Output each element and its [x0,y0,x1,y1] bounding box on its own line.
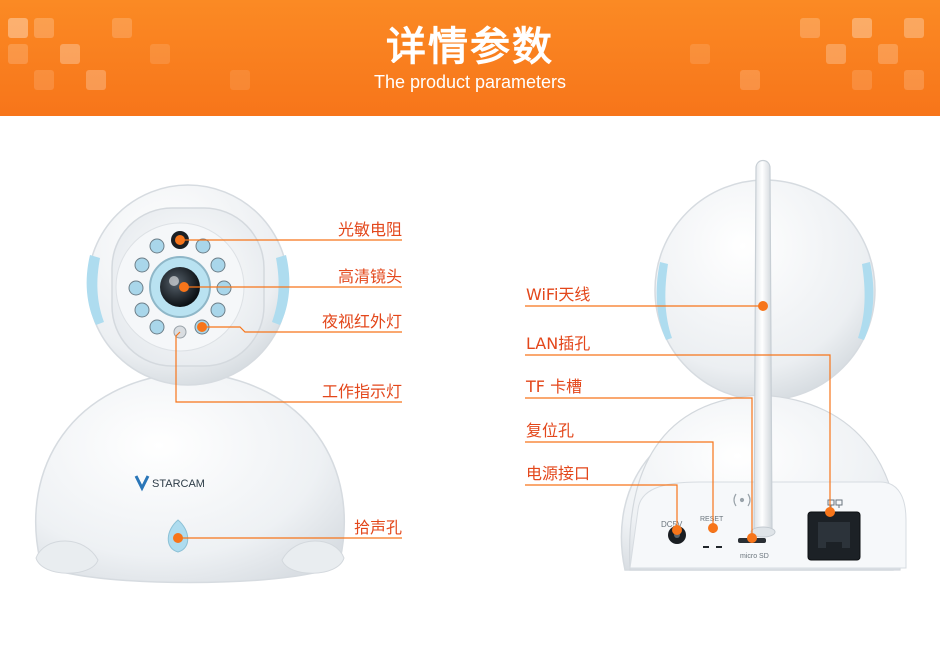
wifi-antenna-icon [753,159,773,533]
page-subtitle: The product parameters [373,72,567,92]
front-trim-left [86,255,104,325]
label-power-port: 电源接口 [526,464,591,483]
decor-square [230,70,250,90]
decor-square [8,18,28,38]
label-lan-port: LAN插孔 [526,334,591,353]
front-trim-right [272,255,290,325]
label-hd-lens: 高清镜头 [337,267,402,286]
front-foot [281,540,345,574]
decor-square [690,44,710,64]
decor-square [878,44,898,64]
decor-square [112,18,132,38]
page-title: 详情参数 [386,24,554,70]
decor-square [904,70,924,90]
decor-square [800,18,820,38]
decor-square [34,70,54,90]
front-foot [35,540,99,574]
label-microphone: 拾声孔 [353,518,402,537]
decor-square [826,44,846,64]
decor-square [852,70,872,90]
back-trim-left [656,262,672,340]
front-base [35,371,345,584]
decor-square [60,44,80,64]
decor-square [904,18,924,38]
wifi-symbol-icon [733,493,751,507]
back-trim-right [858,262,874,340]
decor-square [8,44,28,64]
label-status-light: 工作指示灯 [321,382,402,401]
label-wifi-antenna: WiFi天线 [526,285,591,304]
label-reset-hole: 复位孔 [526,421,575,440]
front-camera [35,184,345,584]
decor-square [86,70,106,90]
front-callout-dots [173,235,207,543]
label-ir-light: 夜视红外灯 [321,312,402,331]
label-light-sensor: 光敏电阻 [337,220,402,239]
starcam-logo-icon [134,475,150,492]
reset-mark [716,546,722,548]
decor-square [150,44,170,64]
camera-illustration: STARCAM [35,159,907,584]
reset-mark [703,546,709,548]
antenna-base [750,526,776,538]
decor-square [740,70,760,90]
back-callout-lines [525,305,831,538]
lens-reflection [169,276,179,286]
back-camera [620,159,907,571]
decor-square [34,18,54,38]
header-banner: 详情参数 The product parameters [0,0,940,116]
front-brand-text: STARCAM [152,478,205,490]
reset-port-label: RESET [700,516,724,523]
back-callout-dots [672,301,835,543]
dc-port-label: DC5V [661,520,683,529]
lan-port-clip [826,542,842,550]
label-tf-slot: TF 卡槽 [526,377,583,396]
front-callout-lines [175,239,402,539]
microsd-label: micro SD [740,553,769,560]
decor-square [852,18,872,38]
